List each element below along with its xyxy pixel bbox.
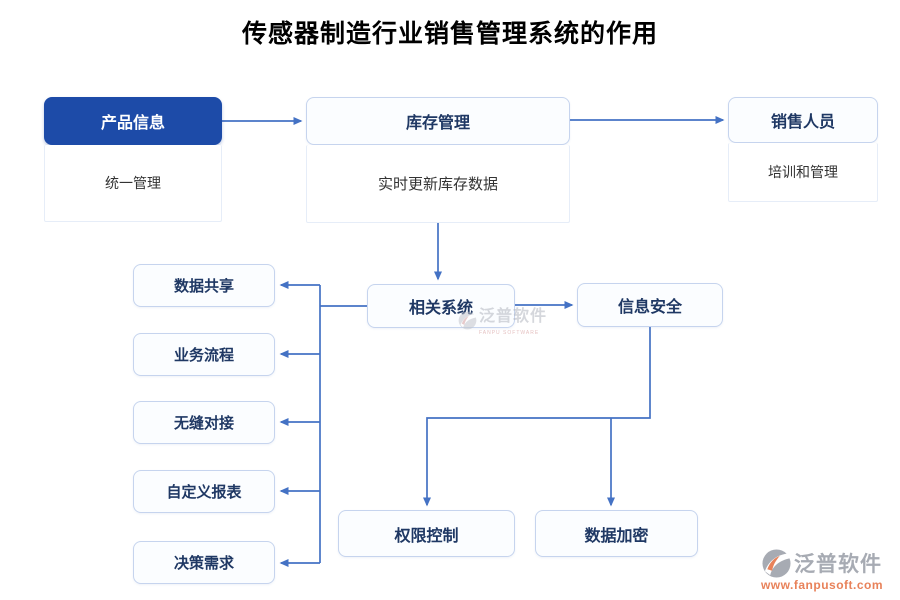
node-seamless-integration: 无缝对接 <box>133 401 275 444</box>
node-custom-reports-label: 自定义报表 <box>166 484 242 501</box>
brand-name: 泛普软件 <box>794 553 882 576</box>
node-data-encryption: 数据加密 <box>535 510 698 557</box>
node-business-process-label: 业务流程 <box>173 347 234 364</box>
node-product-info-label: 产品信息 <box>100 115 165 132</box>
node-data-encryption-label: 数据加密 <box>584 527 649 545</box>
brand-footer: 泛普软件 www.fanpusoft.com <box>756 548 888 592</box>
node-data-sharing: 数据共享 <box>133 264 275 307</box>
node-decision-needs: 决策需求 <box>133 541 275 584</box>
node-info-security-label: 信息安全 <box>617 299 682 316</box>
node-data-sharing-label: 数据共享 <box>173 278 234 295</box>
diagram-title: 传感器制造行业销售管理系统的作用 <box>241 19 658 48</box>
node-permission-control-label: 权限控制 <box>394 527 459 545</box>
desc-sales-staff: 培训和管理 <box>728 143 878 202</box>
node-info-security: 信息安全 <box>577 283 723 327</box>
desc-inventory-text: 实时更新库存数据 <box>377 176 498 193</box>
node-inventory: 库存管理 <box>306 97 570 145</box>
node-business-process: 业务流程 <box>133 333 275 376</box>
desc-sales-staff-text: 培训和管理 <box>768 164 838 180</box>
desc-inventory: 实时更新库存数据 <box>306 145 570 223</box>
brand-url: www.fanpusoft.com <box>760 578 884 592</box>
desc-product-info-text: 统一管理 <box>105 175 161 191</box>
node-inventory-label: 库存管理 <box>405 115 470 132</box>
node-product-info: 产品信息 <box>44 97 222 145</box>
node-decision-needs-label: 决策需求 <box>173 555 234 572</box>
node-related-systems-label: 相关系统 <box>408 300 473 317</box>
node-permission-control: 权限控制 <box>338 510 515 557</box>
node-custom-reports: 自定义报表 <box>133 470 275 513</box>
node-related-systems: 相关系统 <box>367 284 515 328</box>
fanpu-logo-icon <box>762 548 791 578</box>
node-sales-staff-label: 销售人员 <box>770 114 835 131</box>
desc-product-info: 统一管理 <box>44 145 222 222</box>
node-seamless-integration-label: 无缝对接 <box>173 415 234 432</box>
node-sales-staff: 销售人员 <box>728 97 878 143</box>
